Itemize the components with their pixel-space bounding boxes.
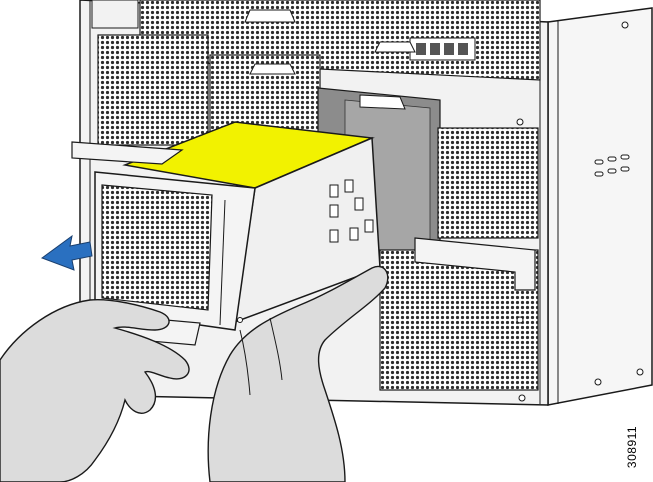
top-left-bracket (91, 0, 139, 29)
finger-line (269, 317, 283, 381)
right-fan-trays (359, 94, 539, 402)
port (430, 43, 440, 55)
side-vent-slots (594, 154, 630, 177)
right-fan-grille-upper (437, 127, 539, 239)
port (416, 43, 426, 55)
right-handle (414, 237, 536, 291)
top-handle (374, 41, 416, 53)
figure-id-number: 308911 (625, 425, 639, 469)
fan-handle (249, 63, 296, 75)
left-hand (0, 298, 190, 482)
port (458, 43, 468, 55)
module-screw (237, 317, 243, 323)
left-fan-grille (97, 34, 209, 146)
finger-line (239, 329, 251, 396)
latch-screw (516, 118, 524, 126)
right-hand (207, 265, 389, 482)
module-edge (219, 199, 226, 326)
pull-direction-arrow (40, 234, 93, 271)
latch-screw (518, 394, 526, 402)
latch-screw (516, 316, 524, 324)
fan-module-removed (71, 121, 381, 346)
side-screw (594, 378, 602, 386)
right-fan-grille-lower (379, 249, 539, 391)
hands (0, 265, 389, 482)
chassis-side-panel (547, 7, 653, 406)
module-side-cutouts (329, 179, 374, 243)
right-handle (359, 94, 406, 110)
module-front-grille (101, 184, 213, 311)
module-handle (71, 141, 184, 165)
side-screw (636, 368, 644, 376)
side-screw (621, 21, 629, 29)
port (444, 43, 454, 55)
top-handle (244, 9, 296, 23)
